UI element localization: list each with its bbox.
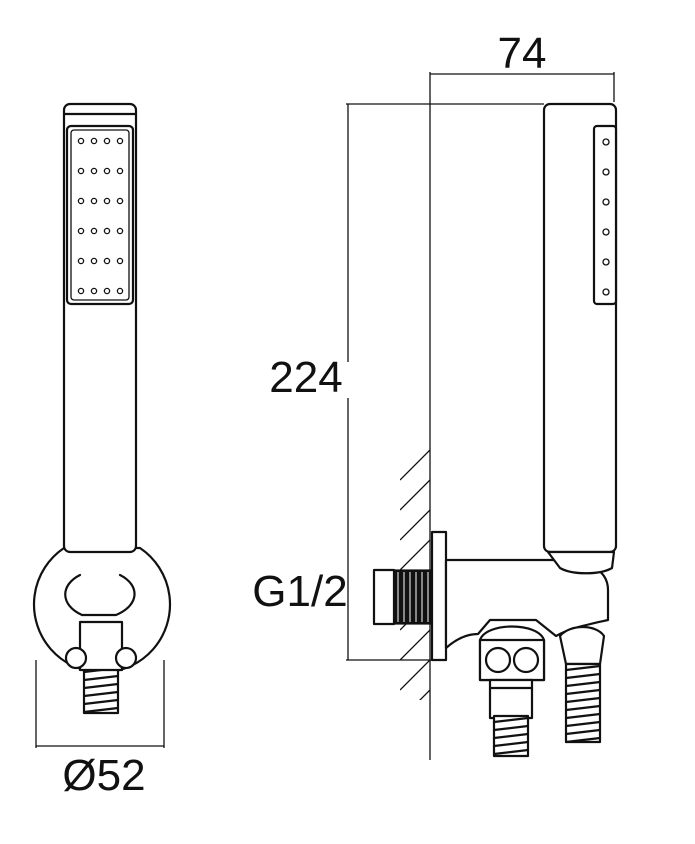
- nozzle-dot: [116, 287, 124, 295]
- nozzle-dot: [116, 137, 124, 145]
- front-connector-knob-left: [64, 646, 88, 670]
- height-label: 224: [269, 353, 342, 402]
- nozzle-dot: [90, 167, 98, 175]
- side-hose: [558, 625, 606, 744]
- front-hose: [82, 663, 120, 715]
- side-view: 74 224 G1/2: [252, 29, 618, 760]
- width-label: 74: [498, 29, 547, 78]
- spray-nozzles: [77, 137, 124, 295]
- lower-hose: [492, 714, 530, 758]
- nozzle-dot: [116, 167, 124, 175]
- nozzle-dot: [90, 257, 98, 265]
- front-connector-knob-right: [114, 646, 138, 670]
- side-nozzle-dot: [602, 228, 610, 236]
- nozzle-dot: [103, 137, 111, 145]
- nozzle-dot: [103, 227, 111, 235]
- nozzle-dot: [116, 227, 124, 235]
- side-spray-face: [592, 124, 618, 306]
- side-nozzle-dot: [602, 258, 610, 266]
- shower-collar: [546, 550, 616, 575]
- nozzle-dot: [77, 287, 85, 295]
- nozzle-dot: [90, 137, 98, 145]
- side-nozzle-dot: [602, 288, 610, 296]
- lower-connector: [478, 625, 546, 720]
- nozzle-dot: [116, 197, 124, 205]
- nozzle-dot: [90, 227, 98, 235]
- thread-fitting: G1/2: [252, 567, 433, 626]
- thread-label: G1/2: [252, 567, 347, 616]
- spray-face: [65, 124, 135, 306]
- side-nozzle-dot: [602, 198, 610, 206]
- nozzle-dot: [103, 167, 111, 175]
- nozzle-dot: [103, 287, 111, 295]
- nozzle-dot: [116, 257, 124, 265]
- nozzle-dot: [103, 257, 111, 265]
- nozzle-dot: [90, 287, 98, 295]
- side-nozzle-dot: [602, 168, 610, 176]
- nozzle-dot: [77, 257, 85, 265]
- nozzle-dot: [77, 137, 85, 145]
- height-dimension: 224: [269, 103, 544, 661]
- side-spray-nozzles: [602, 138, 610, 296]
- top-dimension: 74: [429, 29, 615, 760]
- wall-flange: [430, 530, 448, 662]
- nozzle-dot: [103, 197, 111, 205]
- wall-bracket-inner: [64, 573, 136, 617]
- nozzle-dot: [90, 197, 98, 205]
- diameter-label: Ø52: [62, 751, 145, 800]
- side-nozzle-dot: [602, 138, 610, 146]
- nozzle-dot: [77, 227, 85, 235]
- front-view: Ø52: [32, 102, 172, 800]
- nozzle-dot: [77, 167, 85, 175]
- front-connector: [78, 620, 124, 672]
- nozzle-dot: [77, 197, 85, 205]
- front-dimension: Ø52: [35, 660, 165, 800]
